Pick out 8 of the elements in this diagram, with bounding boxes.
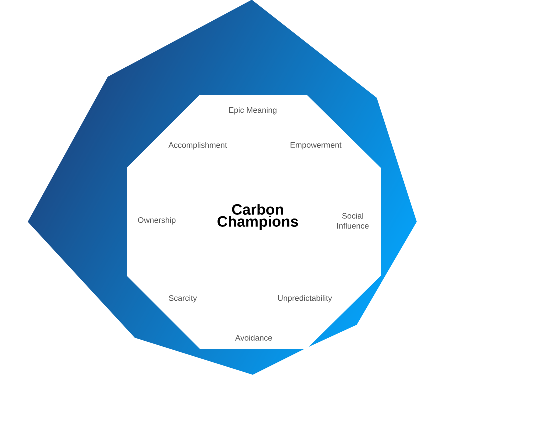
label: Scarcity [169,295,198,303]
label: Epic Meaning [229,107,277,115]
label: Accomplishment [168,142,228,150]
label: Empowerment [290,142,342,150]
label: Unpredictability [278,295,332,303]
label: Ownership [138,217,176,225]
label: Social Influence [338,213,369,229]
label: Avoidance [235,335,272,341]
